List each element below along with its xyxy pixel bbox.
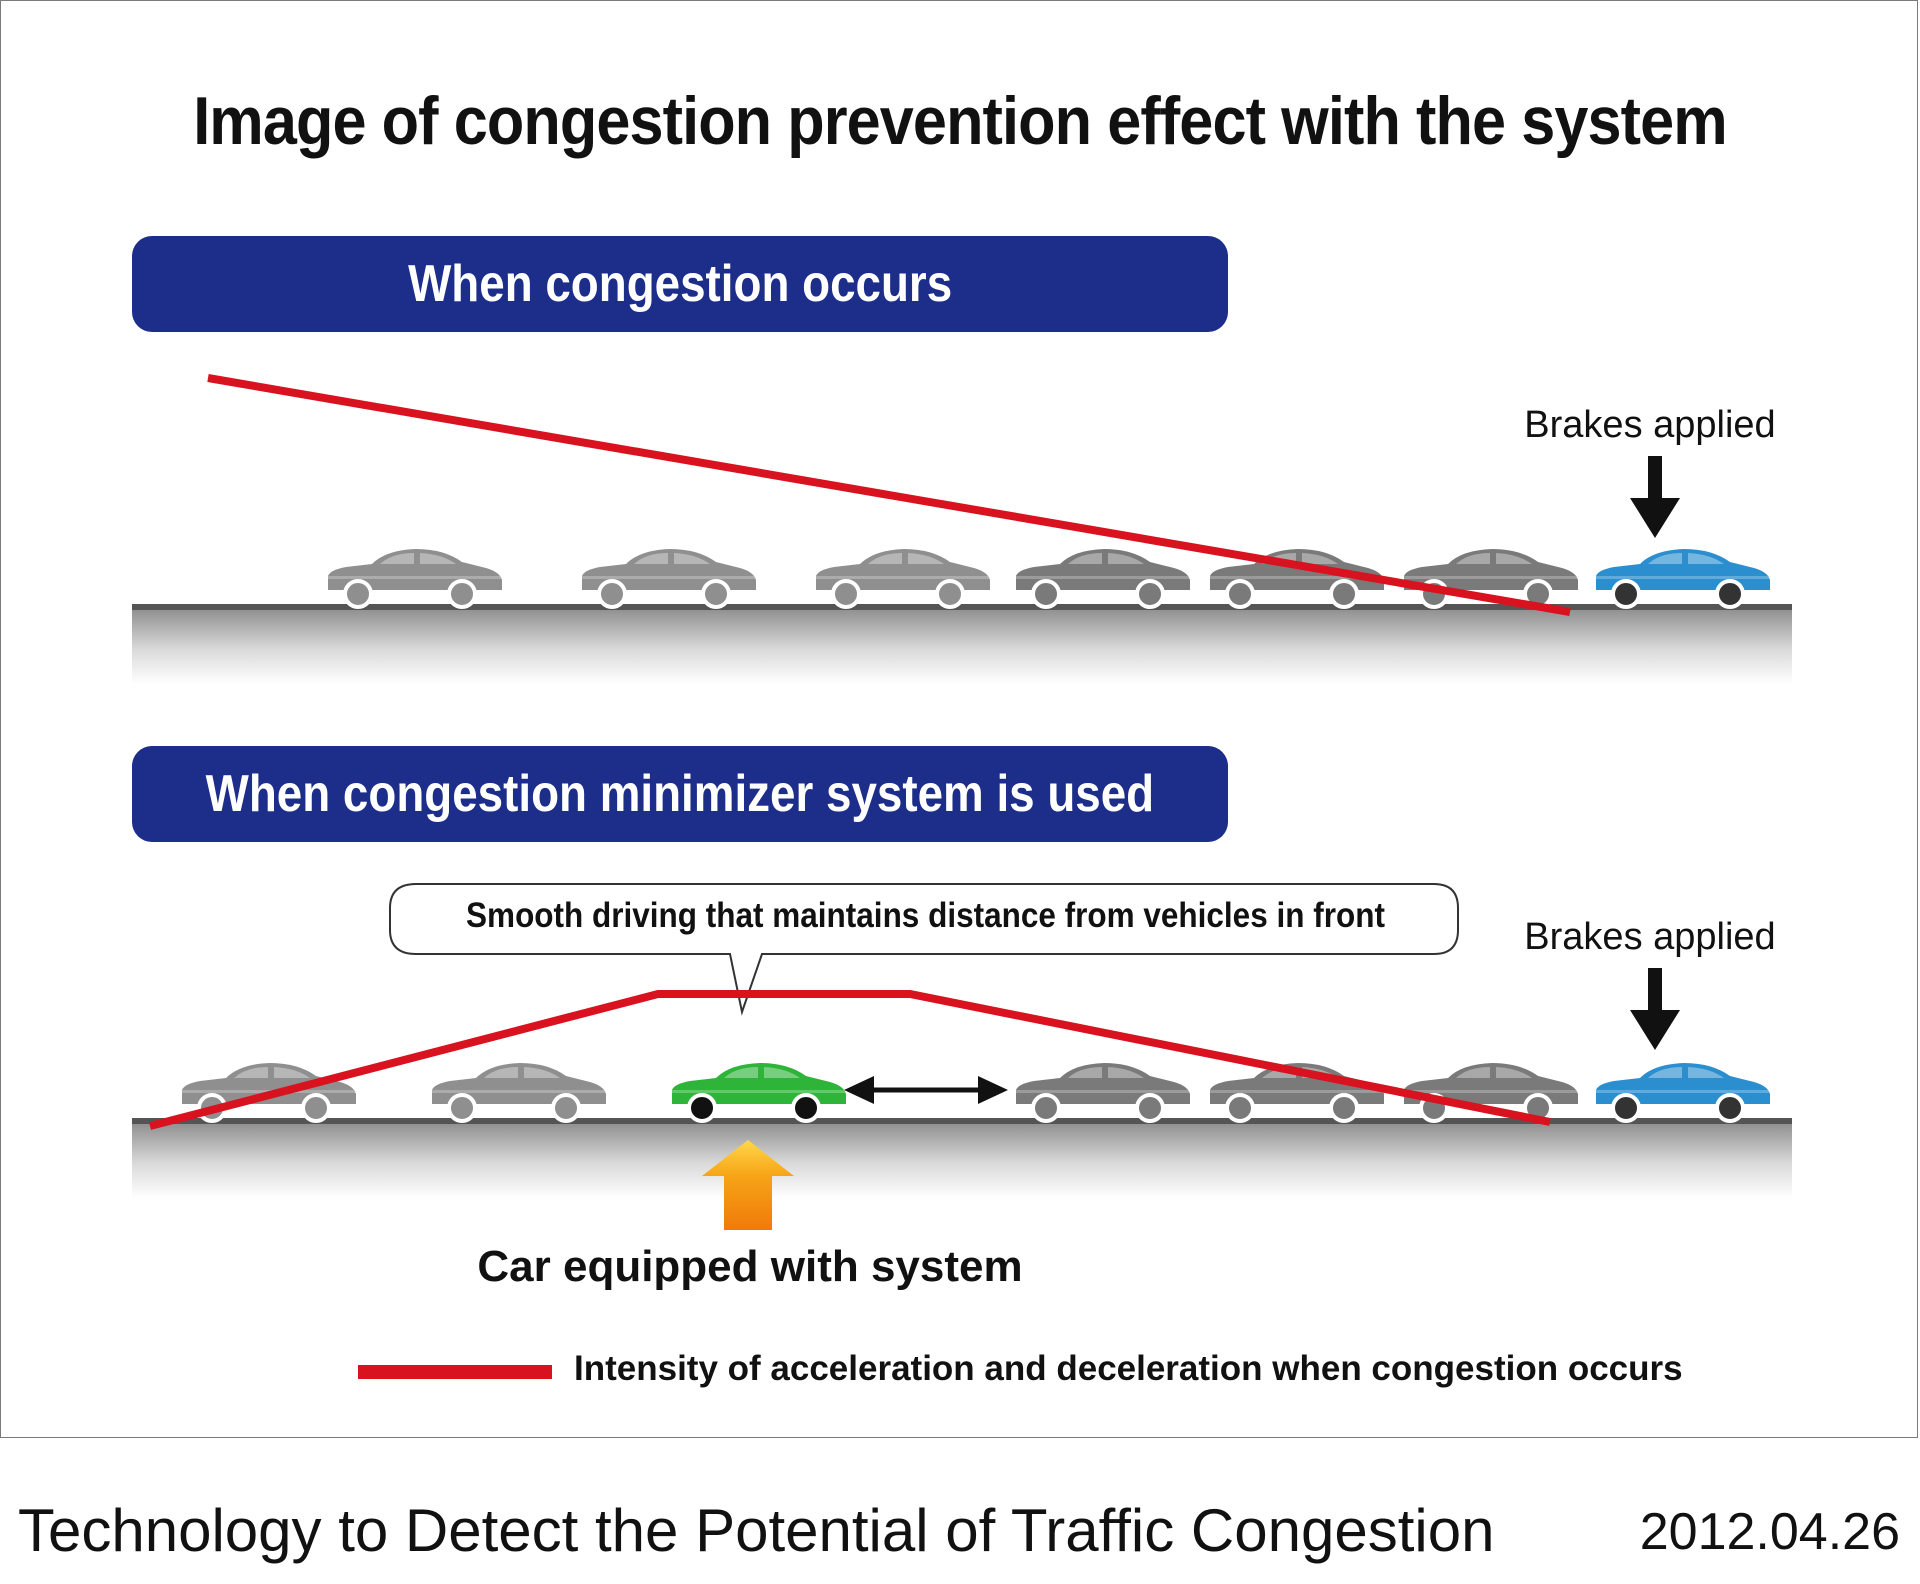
section-banner-label: When congestion occurs xyxy=(407,255,953,313)
speech-bubble xyxy=(389,883,1459,1016)
gray-car xyxy=(816,549,990,609)
gray-car xyxy=(582,549,756,609)
dark-gray-car xyxy=(1016,1063,1190,1123)
equipped-car-label: Car equipped with system xyxy=(477,1242,1023,1291)
car-row-top xyxy=(328,549,1770,609)
braking-car xyxy=(1596,1063,1770,1123)
section-banner-label: When congestion minimizer system is used xyxy=(205,765,1155,823)
intensity-line-top xyxy=(207,374,1571,616)
legend-label: Intensity of acceleration and decelerati… xyxy=(574,1349,1683,1388)
up-arrow-icon xyxy=(702,1140,794,1230)
page-title: Image of congestion prevention effect wi… xyxy=(193,83,1727,159)
diagram-canvas xyxy=(132,374,1792,1379)
intensity-line-bottom xyxy=(148,990,1551,1130)
dark-gray-car xyxy=(1210,1063,1384,1123)
road-top xyxy=(132,604,1792,684)
speech-bubble-text: Smooth driving that maintains distance f… xyxy=(465,896,1385,935)
road-bottom xyxy=(132,1118,1792,1198)
equipped-car xyxy=(672,1063,846,1123)
gray-car xyxy=(328,549,502,609)
section-banner-minimizer: When congestion minimizer system is used xyxy=(132,746,1228,842)
section-banner-congestion: When congestion occurs xyxy=(132,236,1228,332)
dark-gray-car xyxy=(1016,549,1190,609)
distance-double-arrow xyxy=(844,1076,1008,1104)
gray-car xyxy=(432,1063,606,1123)
brake-arrow-top xyxy=(1630,456,1680,538)
brake-arrow-bottom xyxy=(1630,968,1680,1050)
brakes-applied-label: Brakes applied xyxy=(1524,404,1776,446)
brakes-applied-label: Brakes applied xyxy=(1524,916,1776,958)
dark-gray-car xyxy=(1210,549,1384,609)
caption-title: Technology to Detect the Potential of Tr… xyxy=(18,1497,1495,1564)
braking-car xyxy=(1596,549,1770,609)
caption-date: 2012.04.26 xyxy=(1639,1503,1900,1561)
